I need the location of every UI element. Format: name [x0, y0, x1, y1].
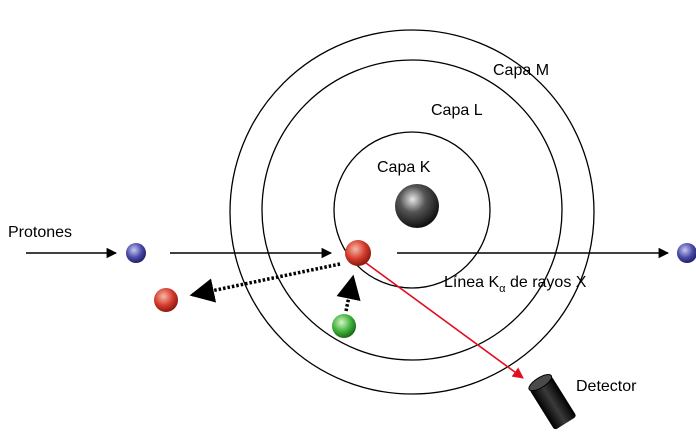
detector-label: Detector [576, 378, 637, 395]
protons-label: Protones [8, 224, 72, 241]
shell-k-label: Capa K [377, 159, 431, 176]
xray-line-label: Línea Kα de rayos X [444, 274, 587, 295]
electron-transition-arrow [336, 274, 361, 312]
xray-ray-arrow [365, 262, 524, 379]
xray-line-subscript: α [499, 283, 506, 295]
xray-line-prefix: Línea K [444, 274, 499, 291]
shell-m-label: Capa M [493, 62, 549, 79]
outer-shell-electron-icon [332, 314, 356, 338]
shell-m-orbit [229, 29, 595, 395]
outgoing-proton-icon [677, 243, 696, 263]
incoming-proton-icon [126, 243, 146, 263]
ejected-electron-icon [154, 288, 178, 312]
detector-icon [528, 374, 576, 430]
xray-line-suffix: de rayos X [506, 274, 587, 291]
k-shell-electron-icon [345, 240, 371, 266]
ejected-electron-arrow [189, 262, 341, 303]
shell-l-label: Capa L [431, 102, 483, 119]
nucleus-icon [395, 184, 439, 228]
shell-k-orbit [333, 131, 491, 289]
shell-l-orbit [261, 59, 563, 361]
